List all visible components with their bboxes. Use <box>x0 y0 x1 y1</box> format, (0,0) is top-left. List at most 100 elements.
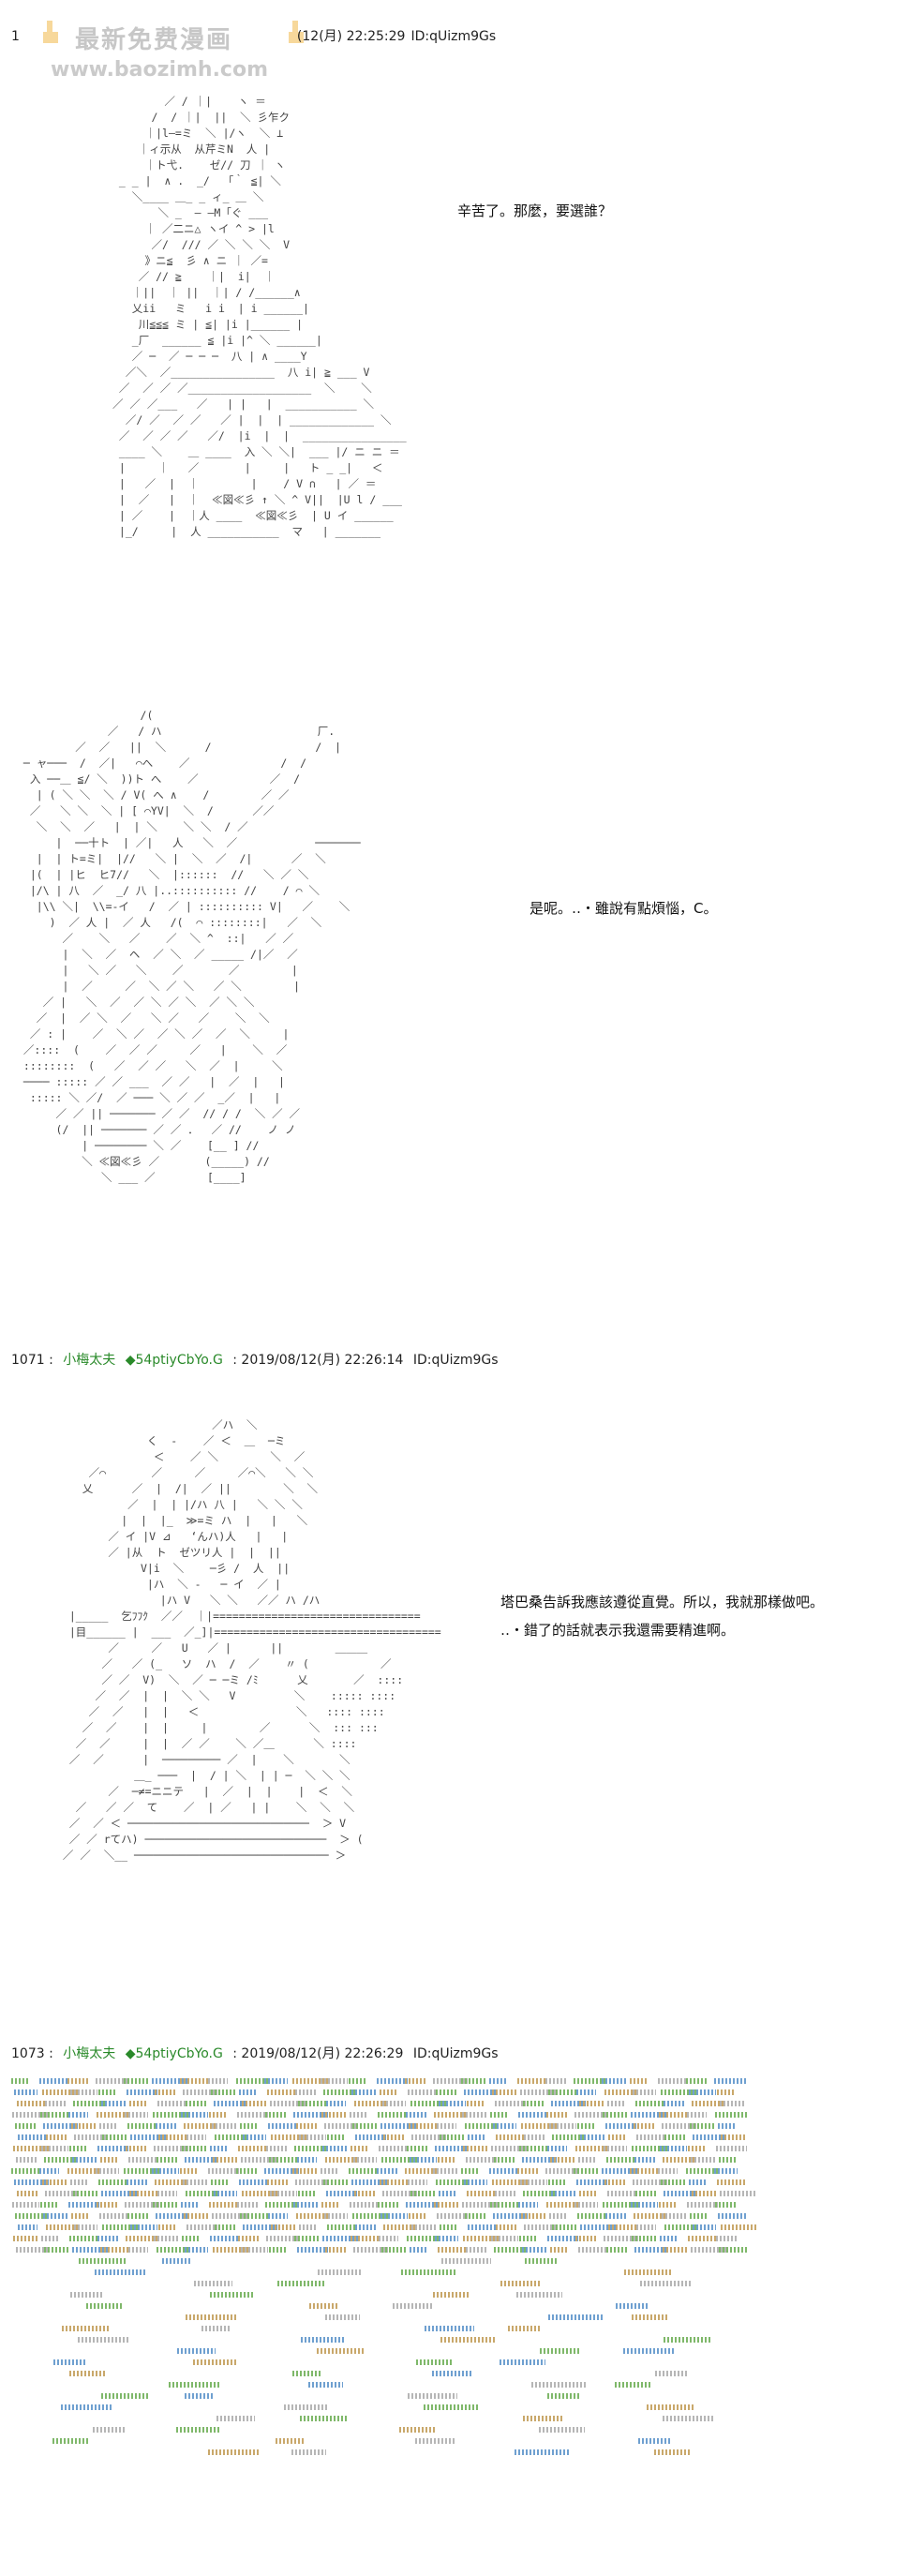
ascii-line-segment <box>463 2236 499 2241</box>
ascii-line-segment <box>154 2236 179 2241</box>
ascii-line-row <box>11 2177 747 2188</box>
ascii-line-segment <box>70 2292 103 2298</box>
ascii-line-segment <box>96 2168 119 2174</box>
ascii-line-segment <box>525 2258 557 2264</box>
ascii-line-segment <box>634 2213 667 2219</box>
ascii-line-segment <box>433 2078 468 2084</box>
ascii-line-segment <box>271 2224 297 2230</box>
ascii-line-segment <box>214 2101 246 2106</box>
ascii-line-segment <box>267 2179 288 2185</box>
ascii-line-row <box>11 2222 756 2233</box>
ascii-line-segment <box>686 2078 707 2084</box>
ascii-line-segment <box>238 2146 268 2151</box>
ascii-line-segment <box>124 2078 148 2084</box>
ascii-line-segment <box>640 2281 692 2286</box>
ascii-line-segment <box>46 2224 78 2230</box>
ascii-line-segment <box>518 2202 538 2208</box>
post-date: : 2019/08/12(月) 22:26:29 <box>232 2046 404 2061</box>
ascii-line-segment <box>716 2146 747 2151</box>
ascii-line-segment <box>719 2157 736 2163</box>
ascii-line-segment <box>688 2146 707 2151</box>
ascii-line-segment <box>433 2168 458 2174</box>
ascii-line-segment <box>325 2314 360 2320</box>
ascii-line-segment <box>714 2078 747 2084</box>
ascii-line-segment <box>409 2123 437 2129</box>
ascii-line-segment <box>664 2224 696 2230</box>
ascii-line-segment <box>127 2123 157 2129</box>
ascii-line-segment <box>269 2157 297 2163</box>
ascii-line-segment <box>663 2247 687 2253</box>
ascii-line-segment <box>69 2236 99 2241</box>
ascii-line-row <box>11 2278 742 2289</box>
ascii-line-segment <box>636 2224 656 2230</box>
ascii-line-segment <box>16 2247 49 2253</box>
ascii-line-row <box>11 2188 756 2199</box>
ascii-line-segment <box>691 2157 716 2163</box>
ascii-line-segment <box>157 2191 177 2196</box>
ascii-line-row <box>11 2244 747 2255</box>
ascii-line-row <box>11 2413 742 2424</box>
ascii-line-segment <box>524 2224 557 2230</box>
ascii-line-segment <box>549 2123 576 2129</box>
ascii-line-segment <box>11 2078 28 2084</box>
ascii-line-segment <box>79 2258 126 2264</box>
ascii-line-segment <box>576 2089 596 2095</box>
ascii-line-segment <box>237 2202 259 2208</box>
poster-trip: ◆54ptiyCbYo.G <box>125 1353 223 1368</box>
ascii-line-segment <box>719 2247 747 2253</box>
ascii-line-row <box>11 2165 742 2177</box>
ascii-line-segment <box>606 2247 627 2253</box>
ascii-line-segment <box>186 2314 238 2320</box>
ascii-line-segment <box>690 2123 716 2129</box>
ascii-line-segment <box>662 2123 696 2129</box>
ascii-line-segment <box>124 2168 159 2174</box>
ascii-line-segment <box>98 2089 117 2095</box>
ascii-line-segment <box>13 2236 39 2241</box>
ascii-line-row <box>11 2132 745 2143</box>
ascii-line-segment <box>213 2157 237 2163</box>
ascii-line-segment <box>355 2224 377 2230</box>
ascii-line-segment <box>86 2303 124 2309</box>
poster-name: 小梅太夫 <box>63 2046 116 2061</box>
ascii-line-segment <box>607 2101 625 2106</box>
ascii-line-row <box>11 2312 742 2323</box>
ascii-line-segment <box>323 2179 348 2185</box>
ascii-line-segment <box>378 2112 408 2118</box>
ascii-line-segment <box>52 2438 90 2444</box>
ascii-line-segment <box>578 2157 596 2163</box>
ascii-line-segment <box>615 2382 652 2388</box>
ascii-line-segment <box>321 2078 348 2084</box>
ascii-line-segment <box>180 2078 208 2084</box>
ascii-line-segment <box>580 2224 617 2230</box>
ascii-line-segment <box>153 2112 188 2118</box>
ascii-line-segment <box>243 2224 277 2230</box>
ascii-line-segment <box>215 2224 237 2230</box>
ascii-line-segment <box>152 2078 188 2084</box>
ascii-line-segment <box>633 2179 667 2185</box>
ascii-line-segment <box>267 2089 297 2095</box>
ascii-line-segment <box>577 2123 596 2129</box>
ascii-line-segment <box>68 2202 99 2208</box>
ascii-line-segment <box>323 2089 357 2095</box>
post-date: (12(月) 22:25:29 <box>296 29 406 44</box>
ascii-line-segment <box>266 2236 299 2241</box>
ascii-line-segment <box>324 2213 348 2219</box>
ascii-line-segment <box>158 2134 186 2140</box>
ascii-line-segment <box>353 2247 388 2253</box>
ascii-line-row <box>11 2368 742 2379</box>
ascii-line-segment <box>438 2157 456 2163</box>
ascii-line-segment <box>440 2337 495 2343</box>
ascii-line-segment <box>714 2168 738 2174</box>
watermark-url: www.baozimh.com <box>51 58 268 82</box>
ascii-line-segment <box>128 2157 157 2163</box>
ascii-line-segment <box>434 2112 468 2118</box>
ascii-line-segment <box>635 2191 656 2196</box>
ascii-line-segment <box>349 2078 367 2084</box>
ascii-line-row <box>11 2402 742 2413</box>
ascii-line-segment <box>631 2112 667 2118</box>
ascii-line-segment <box>297 2247 328 2253</box>
ascii-line-segment <box>467 2101 485 2106</box>
ascii-line-segment <box>382 2101 406 2106</box>
ascii-line-segment <box>351 2089 377 2095</box>
ascii-line-segment <box>383 2224 417 2230</box>
